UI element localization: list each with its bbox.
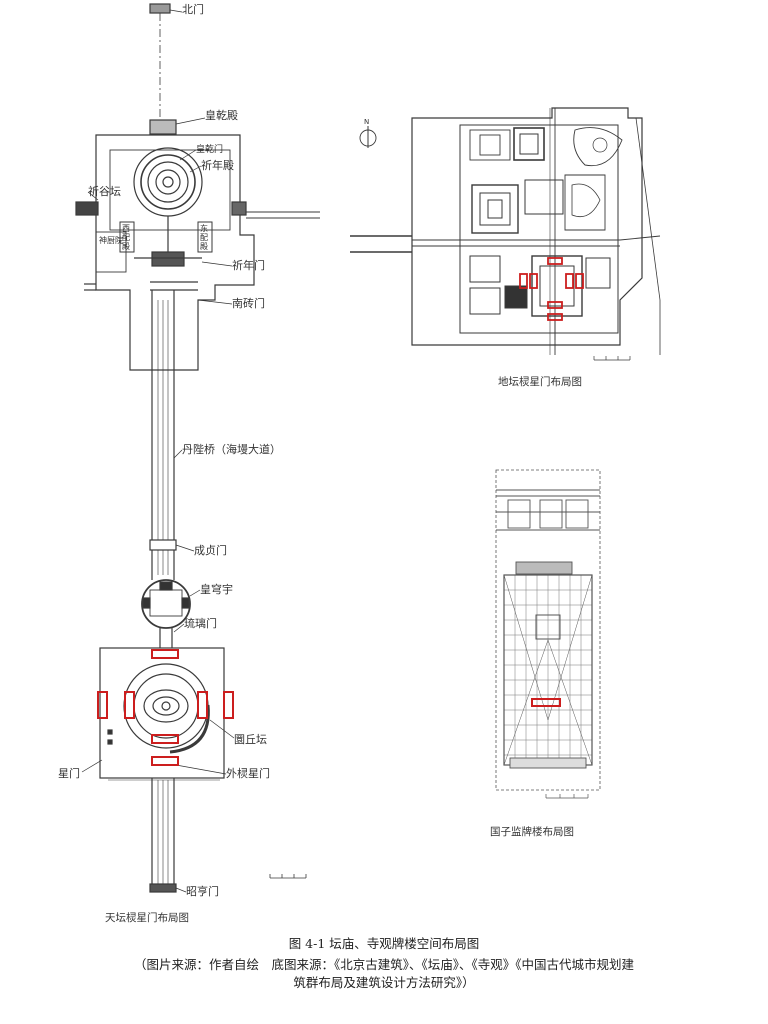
- label-huangqiongyu: 皇穹宇: [200, 583, 233, 596]
- label-shensheng-yard: 神厨院: [99, 236, 123, 245]
- source-line-1: （图片来源：作者自绘 底图来源：《北京古建筑》、《坛庙》、《寺观》《中国古代城市…: [133, 957, 634, 972]
- east-hall: [197, 221, 213, 253]
- label-huangqian-hall: 皇乾殿: [205, 109, 238, 122]
- temple-of-heaven-plan: [75, 3, 320, 893]
- chengzhen-gate: [149, 539, 177, 551]
- label-qigu-altar: 祈谷坛: [88, 185, 121, 198]
- label-chengzhen-gate: 成贞门: [194, 544, 227, 557]
- circular-mound-outer-wall: [99, 647, 225, 779]
- label-circular-mound: 圜丘坛: [234, 733, 267, 746]
- inner-courtyard: [109, 149, 231, 231]
- academy-grid: [504, 574, 593, 765]
- label-zhaoheng-gate: 昭亨门: [186, 885, 219, 898]
- qinian-hall-circles: [133, 147, 203, 217]
- caption-altar-of-earth: 地坛棂星门布局图: [498, 376, 582, 388]
- altar-of-earth-plan: N: [350, 107, 661, 361]
- scale-bar-icon: [269, 874, 307, 879]
- label-danbi-bridge: 丹陛桥（海墁大道）: [182, 443, 281, 456]
- qinian-gate: [151, 251, 185, 267]
- source-line-2: 筑群布局及建筑设计方法研究》）: [293, 975, 475, 990]
- west-hall: [119, 221, 135, 253]
- leader-lines: [81, 9, 235, 893]
- west-gate: [75, 201, 99, 216]
- caption-temple-of-heaven: 天坛棂星门布局图: [105, 912, 189, 924]
- figure-title: 图 4-1 坛庙、寺观牌楼空间布局图: [288, 936, 480, 951]
- zhaoheng-gate: [149, 883, 177, 893]
- imperial-academy-plan: [495, 469, 601, 799]
- label-glazed-gate: 琉璃门: [184, 617, 217, 630]
- north-gate: [149, 3, 171, 14]
- south-causeway: [151, 778, 175, 890]
- academy-archway-highlight: [531, 698, 561, 707]
- scale-bar-icon: [545, 794, 589, 799]
- label-south-brick-gate: 南砖门: [232, 297, 265, 310]
- label-qinian-gate: 祈年门: [232, 259, 265, 272]
- scale-bar-icon: [593, 356, 631, 361]
- east-gate: [231, 201, 247, 216]
- svg-text:N: N: [364, 118, 369, 126]
- altar-of-earth-highlights: [519, 257, 584, 321]
- label-outer-lingxing-gate: 外棂星门: [226, 767, 270, 780]
- huangqian-hall: [149, 119, 177, 135]
- caption-imperial-academy: 国子监牌楼布局图: [490, 826, 574, 838]
- huangqiongyu: [141, 579, 191, 629]
- label-huangqian-gate: 皇乾门: [196, 145, 224, 155]
- lingxing-gate-highlights: [97, 649, 234, 766]
- label-star-gate: 星门: [58, 767, 80, 780]
- label-north-gate: 北门: [182, 3, 204, 16]
- label-west-hall: 西配殿: [122, 224, 130, 251]
- label-qinian-hall: 祈年殿: [201, 159, 234, 172]
- north-arrow-icon: N: [359, 118, 377, 148]
- north-enclosure-wall: [95, 134, 255, 371]
- altar-of-earth-outer-wall: [411, 107, 643, 346]
- danbi-bridge: [151, 290, 175, 580]
- shensheng-yard: [95, 231, 127, 273]
- label-east-hall: 东配殿: [200, 224, 208, 251]
